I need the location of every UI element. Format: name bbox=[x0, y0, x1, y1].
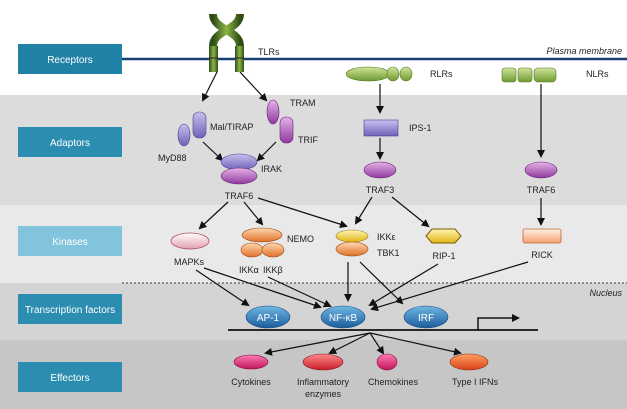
ikk-alpha-label: IKKα bbox=[239, 265, 259, 275]
inflammatory-enzymes-icon bbox=[302, 353, 344, 371]
tram-icon bbox=[266, 99, 280, 125]
trif-icon bbox=[279, 116, 294, 144]
svg-text:Effectors: Effectors bbox=[50, 373, 89, 384]
cytokines-label: Cytokines bbox=[231, 377, 271, 387]
ap1-node: AP-1 bbox=[245, 305, 291, 329]
tbk1-label: TBK1 bbox=[377, 248, 400, 258]
ikk-alpha-icon bbox=[240, 242, 264, 258]
nlr-receptor-icon bbox=[501, 67, 557, 83]
band-button-effectors: Effectors bbox=[18, 362, 122, 392]
tbk1-icon bbox=[335, 241, 369, 257]
tlrs-label: TLRs bbox=[258, 47, 280, 57]
nlrs-label: NLRs bbox=[586, 69, 609, 79]
chemokines-label: Chemokines bbox=[368, 377, 419, 387]
rlr-receptor-icon bbox=[345, 66, 413, 82]
rip1-label: RIP-1 bbox=[432, 251, 455, 261]
rlrs-label: RLRs bbox=[430, 69, 453, 79]
inflammatory-label: Inflammatory bbox=[297, 377, 350, 387]
nemo-label: NEMO bbox=[287, 234, 314, 244]
rip1-icon bbox=[425, 228, 462, 244]
irf-label: IRF bbox=[418, 313, 434, 324]
enzymes-label: enzymes bbox=[305, 389, 342, 399]
traf6-right-icon bbox=[524, 161, 558, 179]
tlr-receptor-icon bbox=[209, 13, 244, 72]
ikk-beta-icon bbox=[261, 242, 285, 258]
cytokines-icon bbox=[233, 354, 269, 370]
type1-ifns-icon bbox=[449, 353, 489, 371]
nemo-icon bbox=[241, 227, 283, 243]
irak-icon bbox=[220, 153, 258, 171]
chemokines-icon bbox=[376, 353, 398, 371]
transcription-start-icon bbox=[477, 314, 520, 330]
traf6-right-label: TRAF6 bbox=[527, 185, 556, 195]
band-button-kinases: Kinases bbox=[18, 226, 122, 256]
traf6-left-label: TRAF6 bbox=[225, 191, 254, 201]
ips1-label: IPS-1 bbox=[409, 123, 432, 133]
band-button-adaptors: Adaptors bbox=[18, 127, 122, 157]
myd88-icon bbox=[177, 123, 191, 147]
tram-label: TRAM bbox=[290, 98, 316, 108]
type1-ifns-label: Type I IFNs bbox=[452, 377, 499, 387]
nucleus-label: Nucleus bbox=[589, 288, 622, 298]
svg-text:Kinases: Kinases bbox=[52, 237, 88, 248]
svg-text:Adaptors: Adaptors bbox=[50, 138, 90, 149]
traf3-icon bbox=[363, 161, 397, 179]
rick-label: RICK bbox=[531, 250, 553, 260]
svg-text:Transcription factors: Transcription factors bbox=[25, 305, 115, 316]
nfkb-label: NF-κB bbox=[329, 313, 358, 324]
rick-icon bbox=[522, 228, 562, 244]
svg-text:Receptors: Receptors bbox=[47, 55, 93, 66]
traf6-left-icon bbox=[220, 167, 258, 185]
mapks-label: MAPKs bbox=[174, 257, 205, 267]
myd88-label: MyD88 bbox=[158, 153, 187, 163]
plasma-membrane-label: Plasma membrane bbox=[546, 46, 622, 56]
nfkb-node: NF-κB bbox=[320, 305, 366, 329]
band-button-transcription-factors: Transcription factors bbox=[18, 294, 122, 324]
ikk-epsilon-label: IKKε bbox=[377, 232, 396, 242]
ap1-label: AP-1 bbox=[257, 313, 280, 324]
irak-label: IRAK bbox=[261, 164, 282, 174]
traf3-label: TRAF3 bbox=[366, 185, 395, 195]
ikk-beta-label: IKKβ bbox=[263, 265, 283, 275]
mal-tirap-label: Mal/TIRAP bbox=[210, 122, 254, 132]
irf-node: IRF bbox=[403, 305, 449, 329]
ips1-icon bbox=[363, 119, 399, 137]
ikk-epsilon-icon bbox=[335, 229, 369, 243]
band-button-receptors: Receptors bbox=[18, 44, 122, 74]
mal-tirap-icon bbox=[192, 111, 207, 139]
mapks-icon bbox=[170, 232, 210, 250]
trif-label: TRIF bbox=[298, 135, 318, 145]
